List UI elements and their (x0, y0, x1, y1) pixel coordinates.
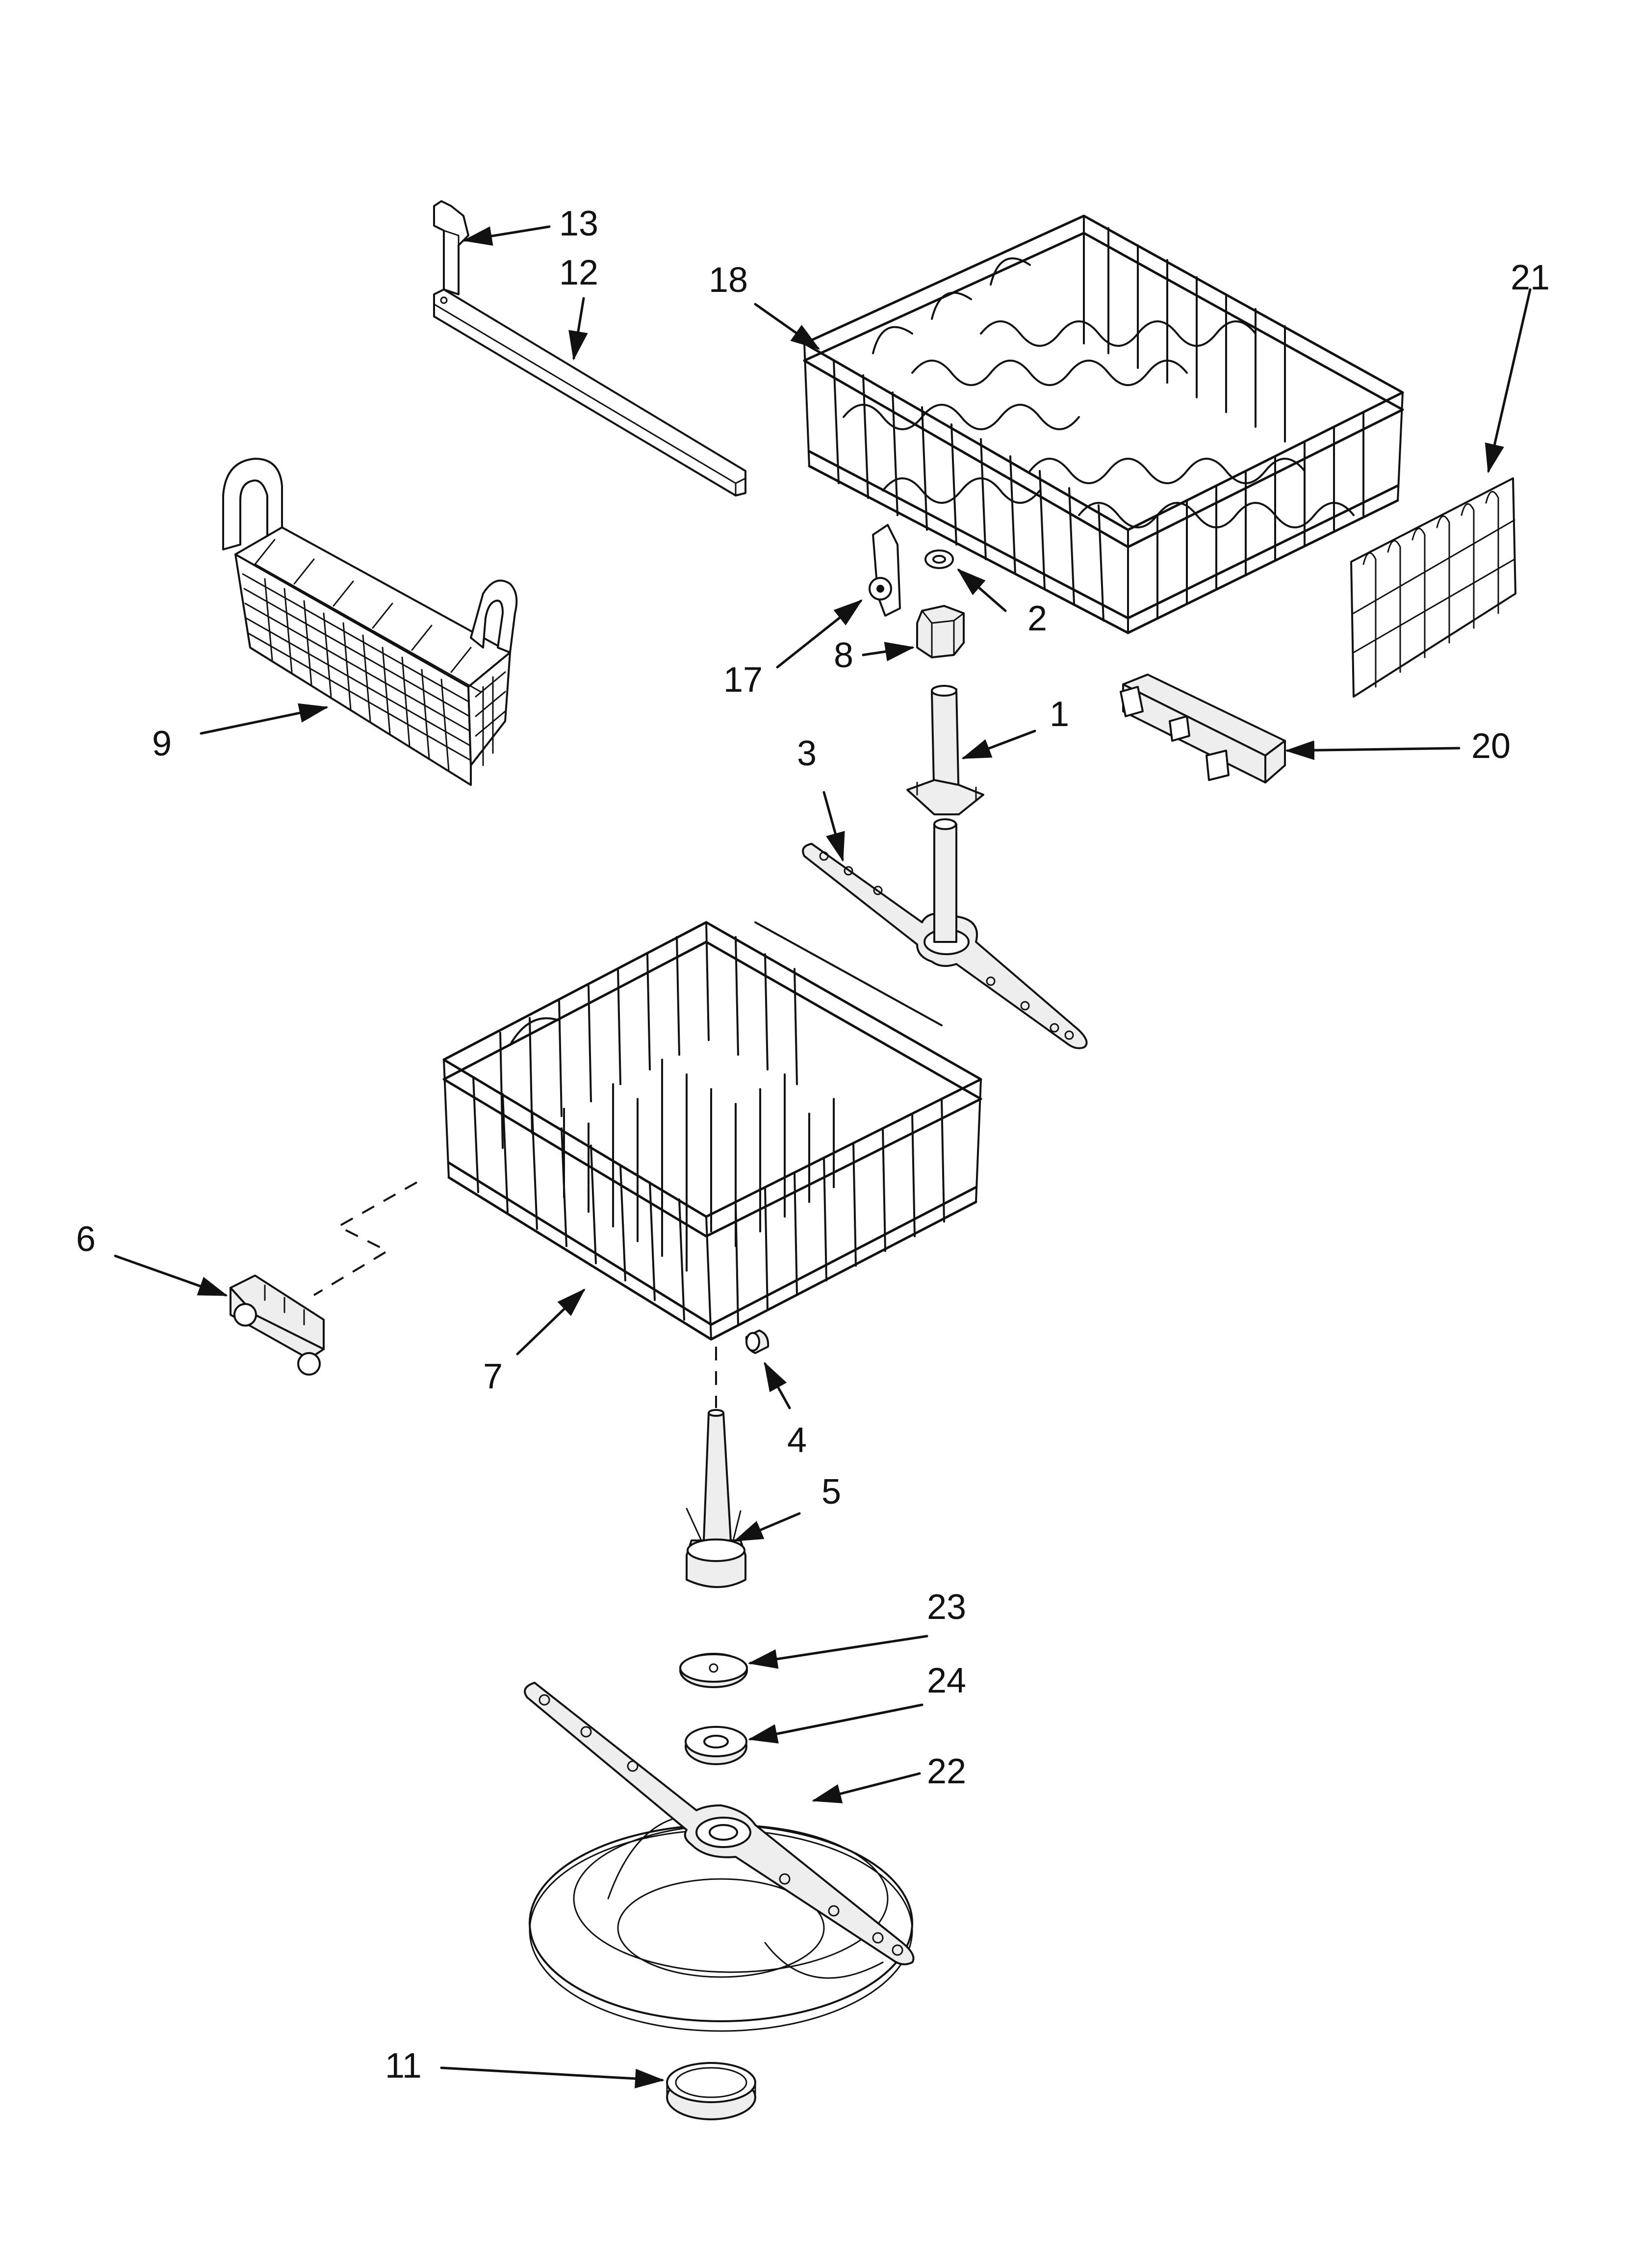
callout-9: 9 (152, 724, 172, 763)
callout-11: 11 (385, 2046, 422, 2086)
part-24-bushing (685, 1726, 747, 1765)
part-6-roller (230, 1275, 325, 1376)
callout-labels: 13 12 18 21 9 17 8 2 1 20 3 6 7 4 5 23 2… (76, 204, 1550, 2086)
part-23-washer (679, 1653, 748, 1688)
part-20-rack-adjuster (1120, 674, 1286, 783)
callout-7: 7 (483, 1357, 503, 1396)
part-18-upper-rack (803, 214, 1404, 634)
part-12-rail (433, 288, 746, 496)
part-2-washer (924, 549, 954, 569)
leader-lines (114, 225, 1532, 2088)
part-13-clip (433, 200, 469, 295)
callout-12: 12 (559, 253, 598, 292)
part-9-cutlery-basket (222, 458, 518, 786)
callout-2: 2 (1027, 599, 1047, 638)
part-11-ring (666, 2062, 756, 2120)
callout-13: 13 (559, 204, 598, 243)
part-17-bracket (869, 524, 901, 617)
part-8-nut (916, 605, 965, 658)
part-22-lower-spray-arm (524, 1682, 915, 2032)
callout-8: 8 (834, 636, 853, 675)
part-3-upper-spray-arm (802, 818, 1088, 1049)
part-21-tine-insert (1350, 477, 1516, 698)
callout-20: 20 (1471, 727, 1511, 766)
callout-4: 4 (787, 1421, 807, 1460)
callout-24: 24 (927, 1661, 966, 1700)
callout-17: 17 (723, 660, 763, 700)
part-1-spray-tube (906, 685, 984, 815)
callout-1: 1 (1050, 695, 1069, 734)
part-5-lower-tube (686, 1409, 746, 1588)
part-6-guide-line (313, 1181, 417, 1296)
part-7-lower-rack (442, 921, 982, 1341)
callout-5: 5 (821, 1472, 841, 1512)
callout-22: 22 (927, 1752, 966, 1791)
callout-3: 3 (797, 734, 817, 773)
part-4-cap (745, 1330, 770, 1354)
callout-18: 18 (709, 261, 748, 300)
callout-21: 21 (1511, 258, 1550, 297)
callout-6: 6 (76, 1220, 96, 1259)
callout-23: 23 (927, 1588, 966, 1627)
